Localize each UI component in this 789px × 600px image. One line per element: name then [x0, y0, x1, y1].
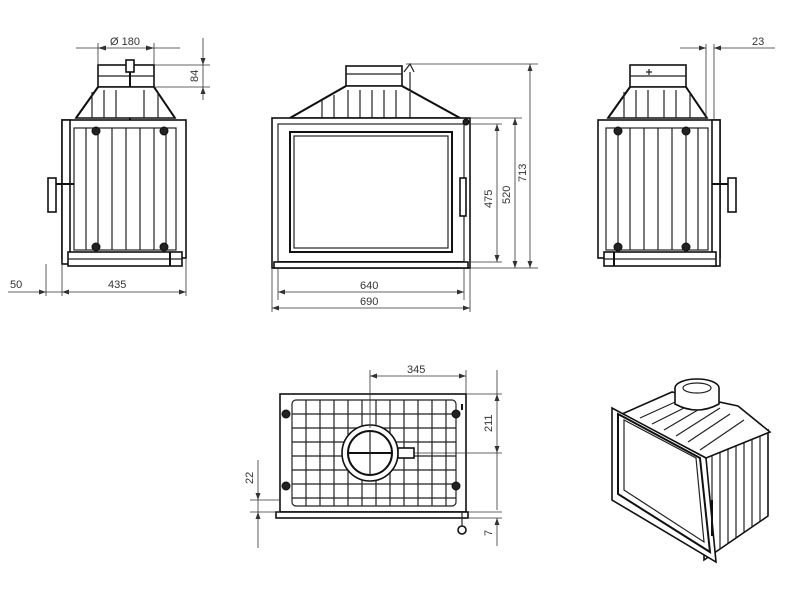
dim-depth: 435	[108, 279, 126, 291]
side-right-dimensions: 23	[680, 36, 775, 120]
dim-top-flue-offset: 211	[483, 414, 495, 432]
dim-glass-width: 640	[360, 280, 378, 292]
dim-glass-height: 475	[483, 190, 495, 208]
dim-total-width: 690	[360, 296, 378, 308]
isometric-view	[611, 378, 772, 564]
dim-flue-height: 84	[189, 70, 201, 82]
front-view-dimensions: 640 690 475 520 713	[271, 63, 538, 312]
dim-side-offset: 23	[752, 36, 764, 48]
side-view-right	[597, 64, 737, 267]
dim-top-side-offset: 22	[244, 472, 256, 484]
dim-flue-diameter: Ø 180	[110, 36, 140, 48]
top-view	[275, 393, 469, 535]
top-view-dimensions: 345 211 7 22	[244, 364, 502, 548]
dim-side-left-offset: 50	[10, 279, 22, 291]
side-view-left	[47, 59, 187, 267]
front-view	[271, 62, 471, 269]
dim-door-height: 520	[501, 186, 513, 204]
dim-top-bottom-offset: 7	[483, 530, 495, 536]
dim-top-depth: 345	[407, 364, 425, 376]
side-view-dimensions: Ø 180 84 50 435	[8, 36, 210, 296]
dim-total-height: 713	[517, 164, 529, 182]
